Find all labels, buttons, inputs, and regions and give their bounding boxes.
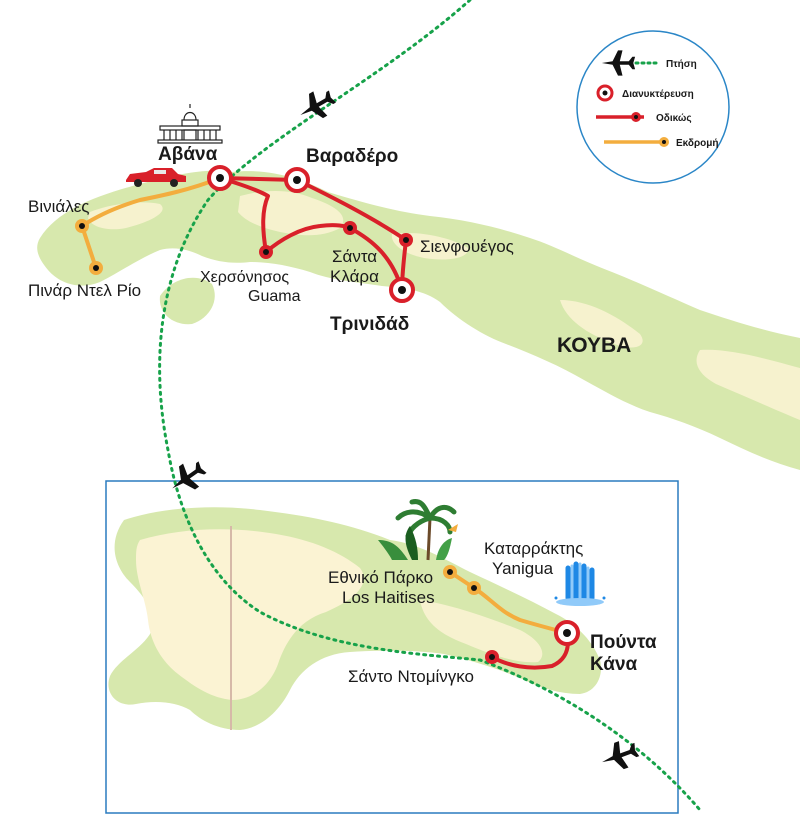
overnight-marker-varadero bbox=[284, 167, 310, 193]
legend-excursion-label: Εκδρομή bbox=[676, 138, 719, 149]
varadero-label: Βαραδέρο bbox=[306, 146, 398, 167]
excursion-stop-pinar bbox=[89, 261, 103, 275]
classic-car-icon bbox=[126, 168, 186, 187]
punta-cana-label-line2: Κάνα bbox=[590, 654, 638, 675]
road-stop-santa-clara bbox=[343, 221, 357, 235]
trinidad-label: Τρινιδάδ bbox=[330, 314, 409, 335]
excursion-stop-haitises bbox=[443, 565, 457, 579]
santa-clara-label-line2: Κλάρα bbox=[330, 267, 379, 286]
punta-cana-label-line1: Πούντα bbox=[590, 632, 657, 653]
legend-flight-label: Πτήση bbox=[666, 59, 697, 70]
flight-path-line bbox=[158, 0, 702, 812]
guama-label-line2: Guama bbox=[248, 288, 301, 305]
waterfall-icon bbox=[554, 561, 606, 606]
overnight-marker-trinidad bbox=[389, 277, 415, 303]
map-legend: Πτήση Διανυκτέρευση Οδικώς Εκδρομή bbox=[576, 30, 730, 184]
dominican-inset-frame bbox=[105, 480, 679, 814]
airplane-icon bbox=[293, 84, 340, 128]
pinar-label: Πινάρ Ντελ Ρίο bbox=[28, 281, 141, 300]
road-stop-santo-domingo bbox=[485, 650, 499, 664]
haitises-label-line2: Los Haitises bbox=[342, 588, 435, 607]
road-stop-cienfuegos bbox=[399, 233, 413, 247]
country-label: ΚΟΥΒΑ bbox=[557, 334, 631, 357]
capitol-building-icon bbox=[157, 104, 223, 144]
haitises-label-line1: Εθνικό Πάρκο bbox=[328, 568, 433, 587]
stop-markers bbox=[75, 165, 580, 664]
havana-label: Αβάνα bbox=[158, 144, 218, 165]
santo-domingo-label: Σάντο Ντομίνγκο bbox=[348, 667, 474, 686]
excursion-stop-yanigua bbox=[467, 581, 481, 595]
overnight-marker-havana bbox=[207, 165, 233, 191]
vinales-label: Βινιάλες bbox=[28, 197, 90, 216]
yanigua-label-line2: Yanigua bbox=[492, 559, 554, 578]
palm-trees-icon bbox=[378, 499, 458, 561]
excursion-stop-vinales bbox=[75, 219, 89, 233]
dominican-landmass bbox=[108, 507, 602, 730]
road-stop-guama bbox=[259, 245, 273, 259]
airplane-icon bbox=[597, 736, 642, 776]
santa-clara-label-line1: Σάντα bbox=[332, 247, 377, 266]
legend-road-label: Οδικώς bbox=[656, 113, 692, 124]
overnight-marker-punta-cana bbox=[554, 620, 580, 646]
guama-label-line1: Χερσόνησος bbox=[200, 269, 289, 286]
yanigua-label-line1: Καταρράκτης bbox=[484, 539, 583, 558]
legend-overnight-label: Διανυκτέρευση bbox=[622, 89, 694, 100]
cienfuegos-label: Σιενφουέγος bbox=[420, 237, 514, 256]
cuba-landmass bbox=[37, 170, 800, 470]
